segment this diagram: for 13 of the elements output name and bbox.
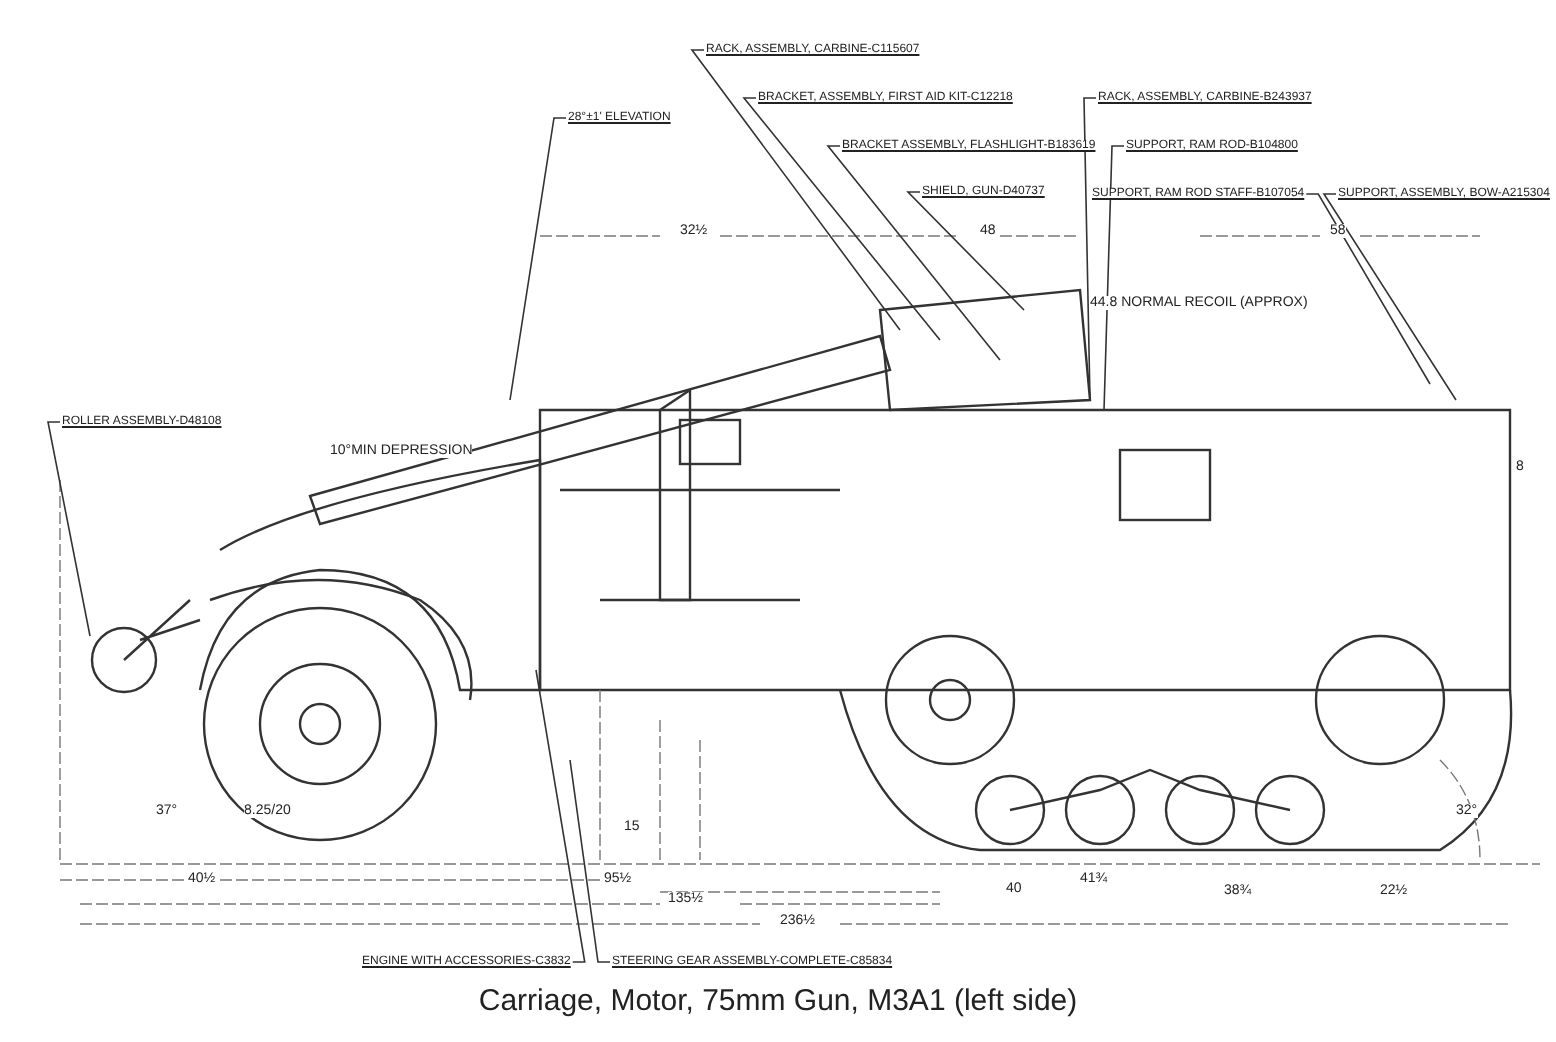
caption: Carriage, Motor, 75mm Gun, M3A1 (left side) xyxy=(478,984,1078,1018)
leader-line xyxy=(1305,193,1431,385)
leader-line xyxy=(1322,193,1457,401)
leader-line xyxy=(690,49,901,331)
leader-line xyxy=(906,191,1025,311)
leader-line xyxy=(569,759,611,963)
leader-line xyxy=(535,669,586,963)
leader-line xyxy=(1083,97,1097,401)
leader-line xyxy=(509,117,567,401)
leader-line xyxy=(826,145,1001,361)
leader-line xyxy=(742,97,941,341)
leader-line xyxy=(47,421,91,637)
leader-line xyxy=(1103,145,1125,411)
